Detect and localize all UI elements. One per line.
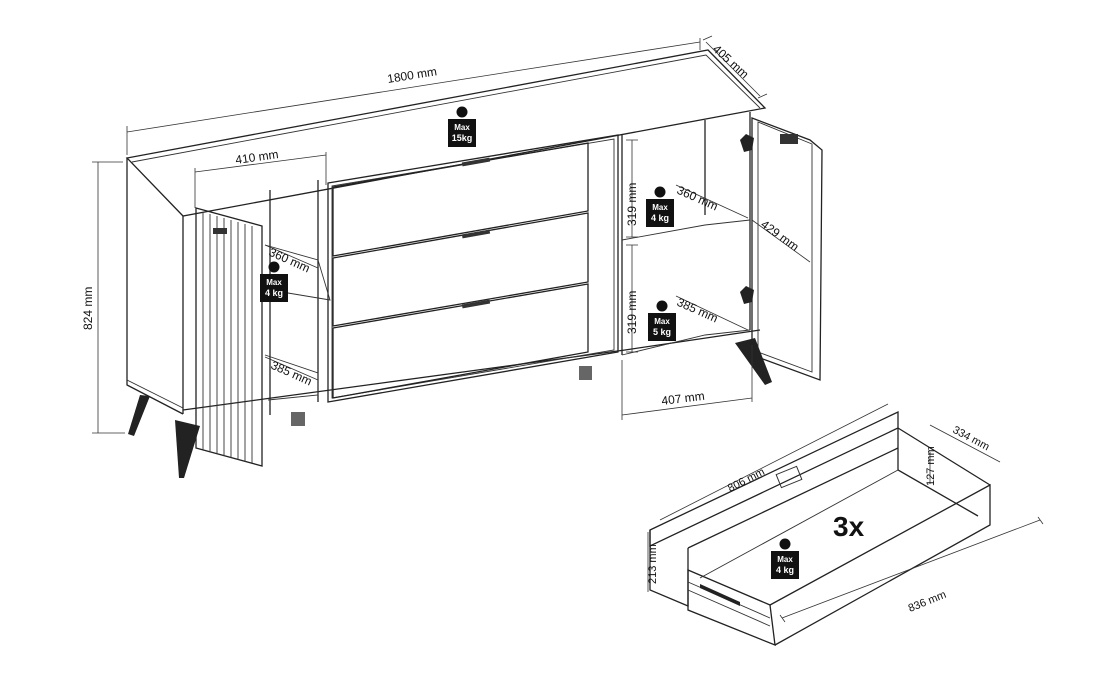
runner-rail-icon (700, 584, 740, 606)
dimension-lines (92, 35, 811, 434)
right-door (751, 117, 823, 381)
sideboard-top (125, 49, 767, 217)
hinge-icon (740, 134, 754, 152)
left-side-panel (126, 158, 184, 415)
badge-max-label: Max (454, 123, 470, 132)
badge-load-value: 4 kg (776, 565, 794, 575)
load-badge-top: Max 15kg (448, 106, 476, 147)
drawer-handle-icon (461, 157, 491, 167)
leg-front-right (735, 338, 772, 385)
dim-drawer-length: 806 mm (726, 466, 767, 495)
drawer-handle-icon (775, 465, 803, 489)
badge-max-label: Max (654, 317, 670, 326)
dim-height: 824 mm (81, 287, 95, 330)
drawer-front-3 (332, 283, 589, 399)
sideboard-body (125, 49, 823, 478)
hinge-icon (213, 228, 227, 234)
hinge-icon (740, 286, 754, 304)
left-bottom-shelf (264, 354, 319, 401)
badge-max-label: Max (652, 203, 668, 212)
dim-depth: 405 mm (710, 42, 752, 81)
dim-width: 1800 mm (386, 64, 438, 86)
center-leg (579, 366, 592, 380)
drawer-quantity: 3x (833, 511, 865, 542)
load-badge-right-bottom: Max 5 kg (648, 300, 676, 341)
drawer-block (327, 134, 619, 403)
right-shelf (621, 219, 751, 241)
drawer-front-2 (332, 212, 589, 327)
badge-load-value: 4 kg (651, 213, 669, 223)
leg-front-left (128, 395, 150, 436)
dim-drawer-front-height: 213 mm (647, 544, 659, 584)
dim-left-bottom-depth: 385 mm (269, 358, 314, 388)
dim-left-comp-width: 410 mm (234, 147, 279, 167)
badge-max-label: Max (266, 278, 282, 287)
dim-right-comp-width: 407 mm (661, 389, 706, 408)
left-door (195, 207, 263, 467)
load-badge-drawer: Max 4 kg (771, 538, 799, 579)
badge-load-value: 15kg (452, 133, 473, 143)
dim-right-gap-bottom: 319 mm (625, 291, 639, 334)
drawer-handle-icon (461, 229, 491, 239)
dim-right-inner-height: 429 mm (758, 217, 801, 254)
load-badge-left-shelf: Max 4 kg (260, 261, 288, 302)
dim-right-gap-top: 319 mm (625, 183, 639, 226)
drawer-detail: 806 mm 334 mm 127 mm 213 mm 836 mm 3x Ma… (647, 403, 1044, 647)
drawer-front-1 (332, 142, 589, 257)
drawer-detail-front (687, 569, 776, 647)
left-shelf (264, 244, 331, 301)
badge-max-label: Max (777, 555, 793, 564)
dim-right-shelf-depth: 360 mm (675, 183, 720, 213)
dim-drawer-runner-length: 836 mm (907, 589, 948, 615)
badge-load-value: 4 kg (265, 288, 283, 298)
drawer-runner (687, 581, 771, 627)
left-door-slats (202, 212, 253, 463)
dim-drawer-inner-height: 127 mm (925, 446, 937, 486)
dim-right-bottom-depth: 385 mm (675, 295, 720, 325)
dimension-labels: 1800 mm 405 mm 824 mm 410 mm 360 mm 385 … (81, 42, 802, 408)
center-leg (291, 412, 305, 426)
drawer-handle-icon (461, 299, 491, 309)
hinge-icon (780, 134, 798, 144)
badge-load-value: 5 kg (653, 327, 671, 337)
drawer-detail-side (769, 483, 991, 646)
right-bottom-shelf (621, 329, 751, 356)
load-badge-right-shelf: Max 4 kg (646, 186, 674, 227)
leg-front-left-2 (175, 420, 200, 478)
